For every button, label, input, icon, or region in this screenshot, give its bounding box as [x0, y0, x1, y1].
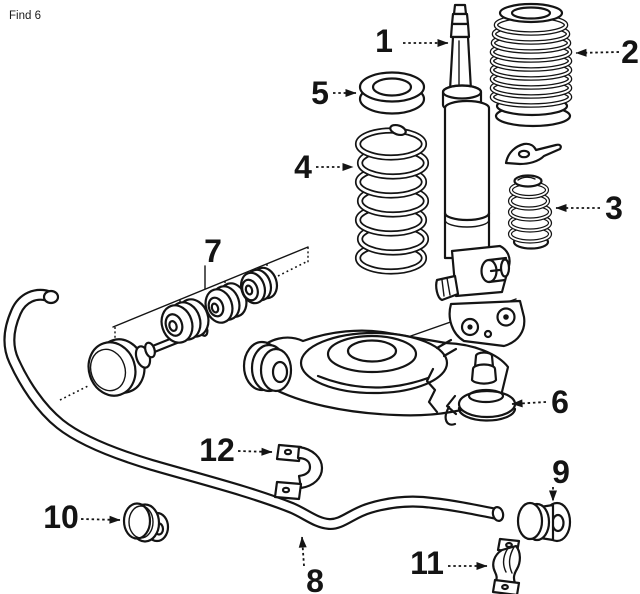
arm-bushing-end — [242, 340, 293, 393]
shock-absorber[interactable] — [435, 3, 526, 348]
callout-4[interactable]: 4 — [294, 149, 354, 185]
stabilizer-bushing[interactable] — [516, 501, 572, 543]
callout-2-number[interactable]: 2 — [621, 34, 639, 70]
callout-3-number[interactable]: 3 — [605, 190, 623, 226]
callout-8-number[interactable]: 8 — [306, 563, 324, 594]
callout-7-number[interactable]: 7 — [204, 233, 222, 269]
bushing-small — [239, 266, 279, 305]
callout-7[interactable]: 7 — [204, 233, 222, 269]
callout-9[interactable]: 9 — [549, 454, 570, 502]
thrust-disc — [87, 338, 146, 397]
ball-joint[interactable] — [445, 351, 517, 422]
callout-12[interactable]: 12 — [199, 432, 273, 468]
spring-seat[interactable] — [358, 71, 426, 115]
callout-8[interactable]: 8 — [298, 536, 324, 594]
find-label: Find 6 — [9, 10, 41, 22]
callout-1[interactable]: 1 — [375, 23, 449, 59]
callout-12-number[interactable]: 12 — [199, 432, 235, 468]
coil-spring[interactable] — [354, 123, 430, 275]
callout-10-number[interactable]: 10 — [43, 499, 79, 535]
lower-control-arm[interactable] — [242, 298, 517, 426]
stabilizer-bushing-inner[interactable] — [122, 502, 170, 543]
callout-11-number[interactable]: 11 — [410, 545, 444, 581]
bushing-large — [160, 298, 210, 344]
callout-5-number[interactable]: 5 — [311, 75, 329, 111]
control-arm-bushing-kit[interactable] — [59, 246, 309, 402]
callout-1-number[interactable]: 1 — [375, 23, 393, 59]
callout-2[interactable]: 2 — [575, 34, 639, 70]
strut-boot[interactable] — [489, 2, 573, 128]
callout-11[interactable]: 11 — [410, 545, 488, 581]
bushing-medium — [204, 282, 248, 324]
callout-6[interactable]: 6 — [511, 384, 569, 420]
spring-seat-pad — [299, 331, 449, 395]
stabilizer-bracket-upper[interactable] — [273, 443, 324, 501]
callout-10[interactable]: 10 — [43, 499, 121, 535]
bump-stop[interactable] — [507, 174, 553, 250]
knuckle-plate — [448, 299, 526, 348]
callout-9-number[interactable]: 9 — [552, 454, 570, 490]
callout-5[interactable]: 5 — [311, 75, 357, 111]
callout-3[interactable]: 3 — [555, 190, 623, 226]
stabilizer-bracket-lower[interactable] — [491, 537, 521, 594]
stabilizer-bar[interactable] — [3, 288, 505, 530]
callout-6-number[interactable]: 6 — [551, 384, 569, 420]
retainer-wedge — [504, 142, 562, 166]
callout-4-number[interactable]: 4 — [294, 149, 312, 185]
